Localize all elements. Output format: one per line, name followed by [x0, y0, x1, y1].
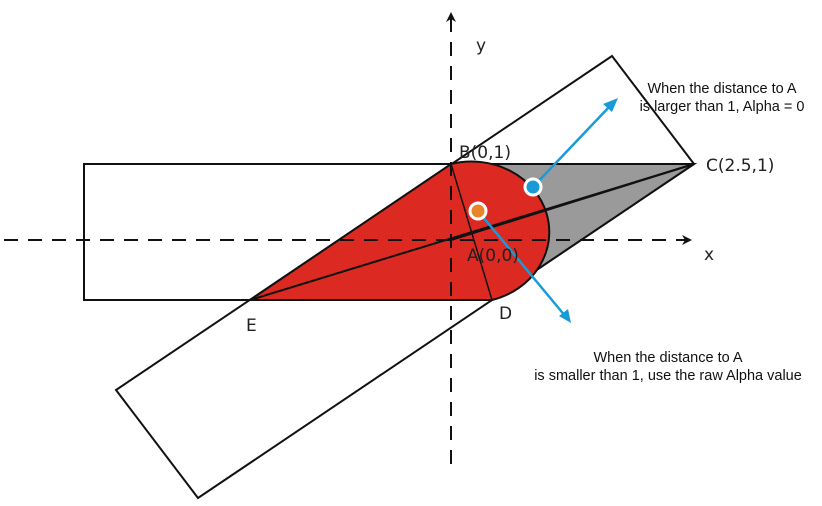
inside-point-marker — [468, 201, 488, 221]
label-point-d: D — [499, 304, 512, 324]
annotation-inside: When the distance to A is smaller than 1… — [512, 349, 822, 385]
outside-arrowhead — [603, 98, 618, 112]
label-point-e: E — [246, 316, 257, 336]
line-b-d — [450, 163, 493, 301]
label-point-c: C(2.5,1) — [706, 156, 774, 176]
label-point-a: A(0,0) — [467, 246, 519, 266]
annotation-outside-line-2: is larger than 1, Alpha = 0 — [639, 99, 805, 115]
annotation-inside-line-1: When the distance to A — [593, 350, 743, 366]
red-region — [246, 160, 551, 301]
label-point-b: B(0,1) — [459, 143, 511, 163]
label-axis-y: y — [476, 36, 486, 56]
annotation-outside-line-1: When the distance to A — [647, 81, 797, 97]
annotation-outside: When the distance to A is larger than 1,… — [606, 80, 822, 116]
label-axis-x: x — [704, 245, 714, 265]
annotation-inside-line-2: is smaller than 1, use the raw Alpha val… — [534, 368, 802, 384]
inside-arrow — [477, 210, 567, 318]
inside-arrowhead — [559, 309, 571, 323]
outside-arrow — [532, 105, 611, 188]
outside-point-marker — [523, 177, 543, 197]
